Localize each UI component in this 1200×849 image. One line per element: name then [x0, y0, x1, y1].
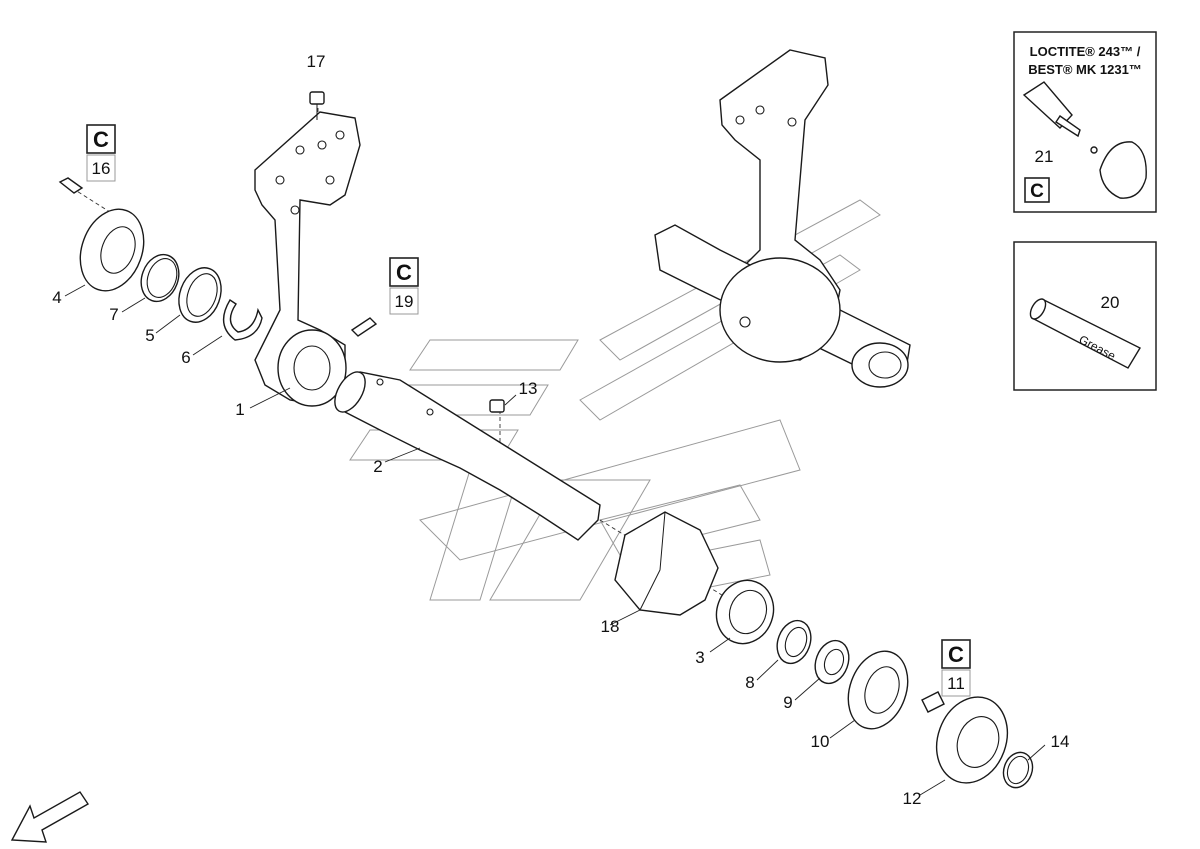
cover-part-18 [614, 511, 719, 616]
flange-part-10 [847, 650, 909, 730]
callout-14: 14 [1051, 732, 1070, 751]
svg-text:C: C [93, 127, 109, 152]
callout-2: 2 [373, 457, 382, 476]
ring-part-7 [140, 253, 180, 303]
loctite-line-2: BEST® MK 1231™ [1028, 62, 1142, 77]
direction-arrow-icon [10, 791, 90, 843]
leader-lines [64, 284, 1046, 796]
svg-text:C: C [396, 260, 412, 285]
loctite-item-number: 21 [1035, 147, 1054, 166]
callout-12: 12 [903, 789, 922, 808]
callout-13: 13 [519, 379, 538, 398]
grease-panel: 20 Grease [1013, 241, 1157, 391]
callout-10: 10 [811, 732, 830, 751]
pivot-arm-part-1 [254, 111, 361, 407]
hand-icon [1099, 141, 1147, 199]
callout-8: 8 [745, 673, 754, 692]
callout-7: 7 [109, 305, 118, 324]
split-ring-part-6 [222, 299, 263, 341]
callout-11: 11 [947, 674, 965, 693]
assembled-arm-view [654, 49, 911, 388]
bolt-part-17 [309, 91, 325, 120]
c-marker-16: C 16 [86, 124, 116, 182]
c-marker-19: C 19 [389, 257, 419, 315]
callout-1: 1 [235, 400, 244, 419]
washer-part-8 [776, 619, 812, 665]
callout-4: 4 [52, 288, 61, 307]
adhesive-bottle-icon [1022, 81, 1098, 154]
callout-17: 17 [307, 52, 326, 71]
loctite-line-1: LOCTITE® 243™ / [1030, 44, 1141, 59]
callout-3: 3 [695, 648, 704, 667]
flange-part-4 [79, 208, 145, 292]
cap-part-13 [489, 399, 505, 413]
callout-5: 5 [145, 326, 154, 345]
loctite-c-marker: C [1030, 181, 1044, 202]
callout-9: 9 [783, 693, 792, 712]
bolt-part-16 [58, 177, 84, 194]
bolt-part-11 [921, 691, 945, 713]
seal-part-5 [178, 267, 222, 323]
grease-item-number: 20 [1101, 293, 1120, 312]
callout-numbers: 1 2 3 4 5 6 7 8 9 10 12 13 14 17 18 [52, 52, 1069, 808]
bearing-part-3 [715, 579, 775, 645]
callout-18: 18 [601, 617, 620, 636]
nut-part-9 [814, 639, 850, 685]
callout-19: 19 [395, 292, 414, 311]
bolt-part-19 [350, 317, 378, 337]
loctite-panel: LOCTITE® 243™ / BEST® MK 1231™ 21 C [1013, 31, 1157, 213]
c-marker-11: C 11 [941, 639, 971, 697]
hub-part-12 [935, 696, 1009, 784]
callout-6: 6 [181, 348, 190, 367]
callout-16: 16 [92, 159, 111, 178]
shaft-part-2 [334, 371, 601, 541]
circlip-part-14 [1002, 751, 1034, 789]
svg-text:C: C [948, 642, 964, 667]
